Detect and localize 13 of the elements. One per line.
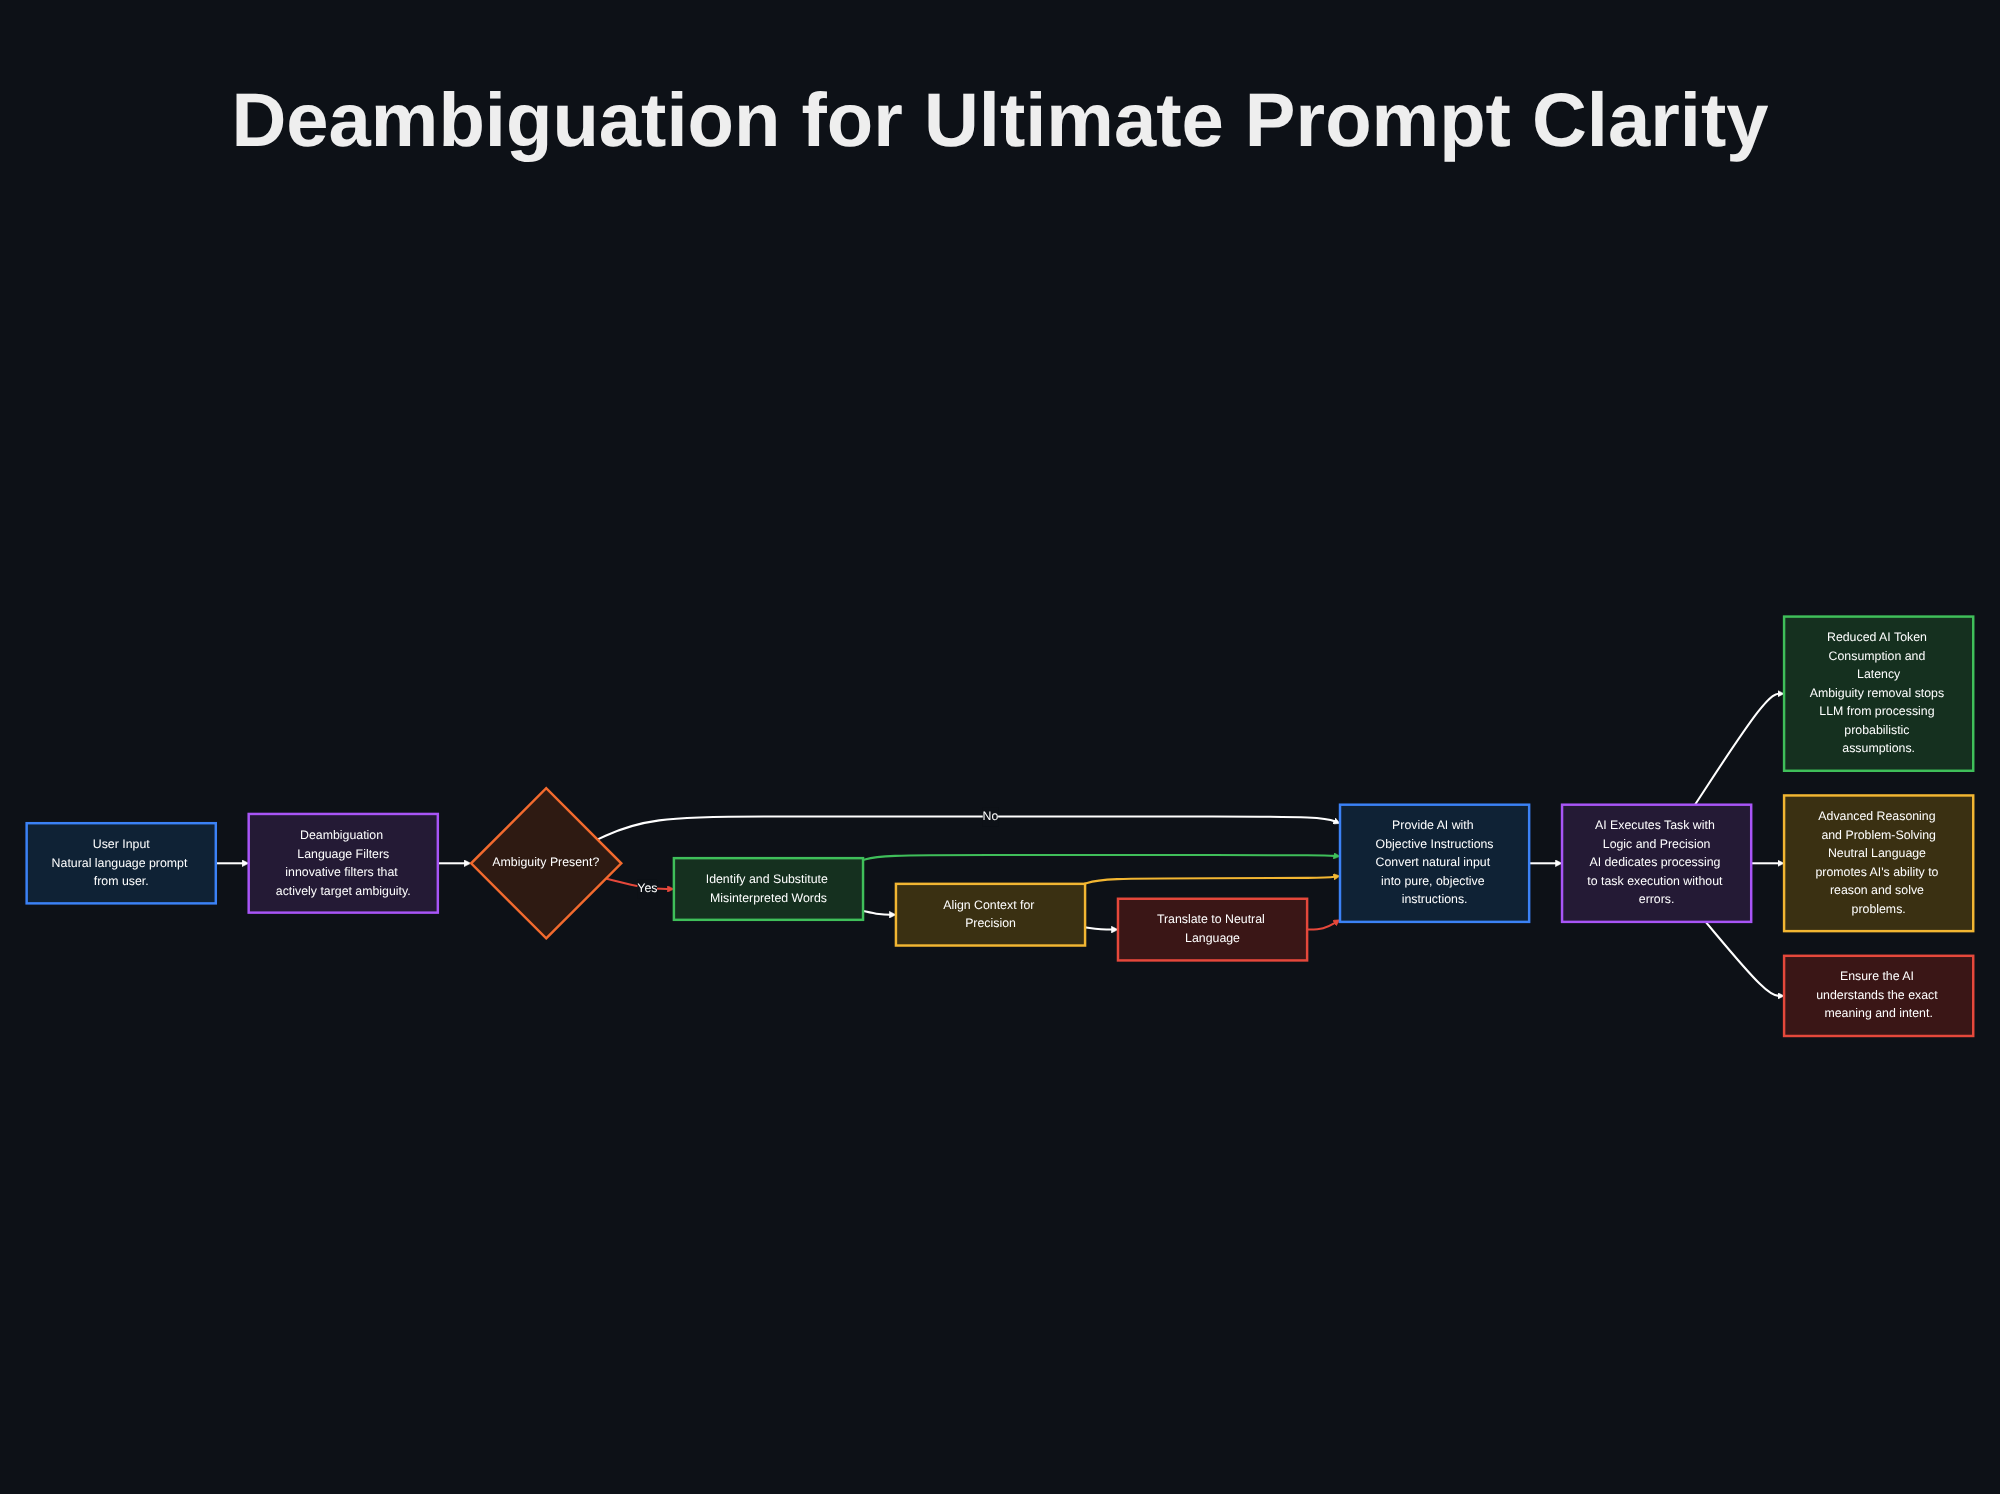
arrow <box>1307 919 1341 931</box>
diagram-title: Deambiguation for Ultimate Prompt Clarity <box>231 80 1769 166</box>
arrow <box>1704 920 1785 1000</box>
arrow <box>1751 859 1785 867</box>
arrow <box>1694 689 1785 805</box>
arrow <box>862 851 1341 861</box>
arrow <box>437 859 472 867</box>
arrow <box>596 815 1341 841</box>
arrow <box>1084 873 1341 885</box>
arrow <box>862 909 897 918</box>
arrow <box>1085 925 1119 933</box>
arrow <box>1529 859 1563 867</box>
arrow <box>215 859 250 867</box>
